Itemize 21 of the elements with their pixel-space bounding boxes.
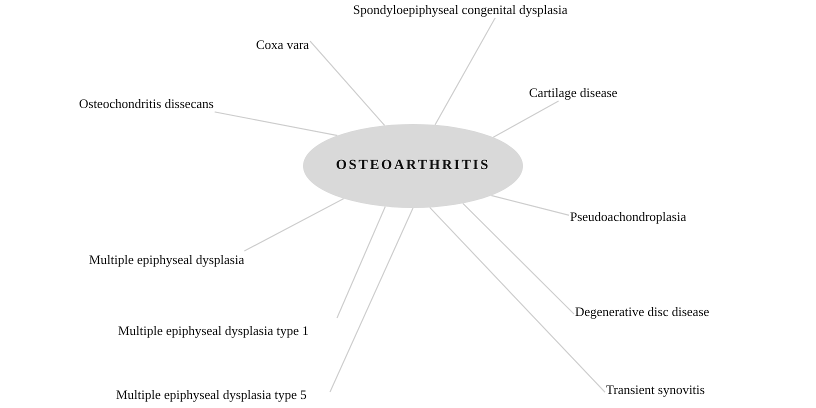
connector-line (429, 207, 606, 393)
connector-line (214, 111, 338, 136)
subtopic-label: Osteochondritis dissecans (79, 96, 214, 111)
connector-line (336, 206, 386, 318)
connector-line (244, 198, 344, 252)
subtopic-label: Transient synovitis (606, 382, 705, 397)
topic-label: OSTEOARTHRITIS (336, 158, 490, 174)
connector-line (492, 100, 559, 138)
connector-line (491, 194, 570, 216)
connector-line (462, 203, 574, 314)
connector-line (329, 208, 414, 392)
subtopic-label: Spondyloepiphyseal congenital dysplasia (353, 2, 568, 17)
subtopic-label: Cartilage disease (529, 85, 618, 100)
subtopic-label: Multiple epiphyseal dysplasia type 5 (116, 387, 307, 402)
subtopic-label: Pseudoachondroplasia (570, 209, 686, 224)
subtopic-label: Multiple epiphyseal dysplasia (89, 252, 244, 267)
subtopic-label: Coxa vara (256, 37, 310, 52)
subtopic-label: Degenerative disc disease (575, 304, 710, 319)
subtopic-label: Multiple epiphyseal dysplasia type 1 (118, 323, 309, 338)
connector-line (434, 18, 496, 126)
connector-line (310, 40, 386, 126)
